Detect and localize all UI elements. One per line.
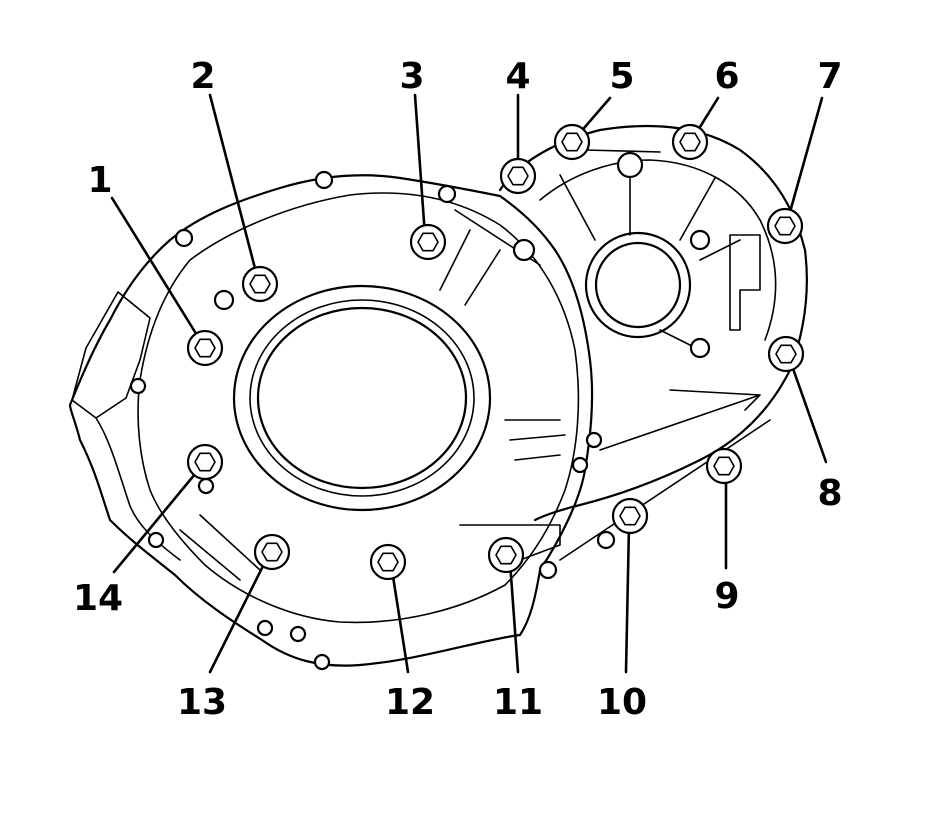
leader-1 (110, 196, 202, 342)
rib-4 (679, 177, 716, 241)
right-boss-hole-2 (689, 337, 711, 359)
callout-12: 12 (385, 682, 435, 723)
bolt-2 (241, 265, 279, 303)
bolt-1 (186, 329, 224, 367)
bolt-9 (705, 447, 743, 485)
rib-6 (699, 239, 741, 261)
hole-bottom-4 (313, 653, 331, 671)
bolt-11 (487, 536, 525, 574)
right-boss-block (729, 234, 761, 331)
shift-boss (616, 151, 644, 179)
left-pocket (95, 417, 181, 561)
callout-11: 11 (493, 682, 543, 723)
leader-3 (413, 93, 427, 238)
bolt-14 (186, 443, 224, 481)
main-bore-ring (249, 299, 475, 497)
leader-8 (788, 358, 828, 464)
bolt-13 (253, 533, 291, 571)
main-bore-inner (256, 306, 468, 490)
callout-8: 8 (817, 473, 842, 514)
leader-11 (508, 560, 520, 674)
bolt-12 (369, 543, 407, 581)
callout-10: 10 (597, 682, 647, 723)
leader-12 (390, 568, 410, 674)
rib-b (439, 229, 471, 291)
callout-13: 13 (177, 682, 227, 723)
bolt-10 (611, 497, 649, 535)
callout-labels: 1 2 3 4 5 6 7 8 9 10 11 12 13 14 (73, 56, 843, 723)
lower-step (459, 524, 561, 561)
rib-3 (559, 174, 596, 241)
hole-right-3 (571, 456, 589, 474)
hole-left-3 (129, 377, 147, 395)
lower-web (559, 389, 771, 561)
leader-2 (208, 93, 260, 282)
bolt-3 (409, 223, 447, 261)
bolt-6 (671, 123, 709, 161)
rib-d (504, 419, 566, 461)
main-bore-outer (232, 284, 492, 512)
diff-housing-inner (539, 159, 777, 341)
callout-7: 7 (817, 56, 842, 97)
leader-13 (208, 558, 268, 674)
differential-housing (459, 124, 808, 561)
hole-left-5 (197, 477, 215, 495)
callout-4: 4 (505, 56, 530, 97)
hole-left-2 (213, 289, 235, 311)
bolt-8 (767, 335, 805, 373)
callout-5: 5 (609, 56, 634, 97)
output-bore-inner (594, 241, 682, 329)
bolt-5 (553, 123, 591, 161)
rib-e (179, 514, 261, 581)
callout-1: 1 (87, 160, 112, 201)
callout-14: 14 (73, 578, 123, 619)
bell-housing-inner-flange (137, 192, 580, 624)
right-boss-hole-1 (689, 229, 711, 251)
hole-left-4 (147, 531, 165, 549)
diff-housing-outline (498, 124, 808, 522)
hole-bottom-2 (596, 530, 616, 550)
leader-7 (788, 96, 824, 214)
rib-2 (584, 149, 661, 153)
small-holes (129, 170, 616, 671)
hole-top-2 (437, 184, 457, 204)
hole-right-2 (585, 431, 603, 449)
callout-3: 3 (399, 56, 424, 97)
hole-top-1 (314, 170, 334, 190)
hole-right-1 (512, 238, 536, 262)
output-bore-outer (584, 231, 692, 339)
hole-bottom-3 (289, 625, 307, 643)
callout-9: 9 (714, 576, 739, 617)
leader-10 (624, 523, 631, 674)
callout-2: 2 (190, 56, 215, 97)
hole-bottom-1 (538, 560, 558, 580)
bolt-4 (499, 157, 537, 195)
main-bore (232, 284, 492, 512)
hole-bottom-5 (256, 619, 274, 637)
bolt-7 (766, 207, 804, 245)
callout-6: 6 (714, 56, 739, 97)
hole-left-1 (174, 228, 194, 248)
leader-14 (112, 466, 202, 574)
rib-c (464, 249, 501, 306)
bolts (186, 123, 805, 581)
left-flange-detail (71, 291, 151, 419)
